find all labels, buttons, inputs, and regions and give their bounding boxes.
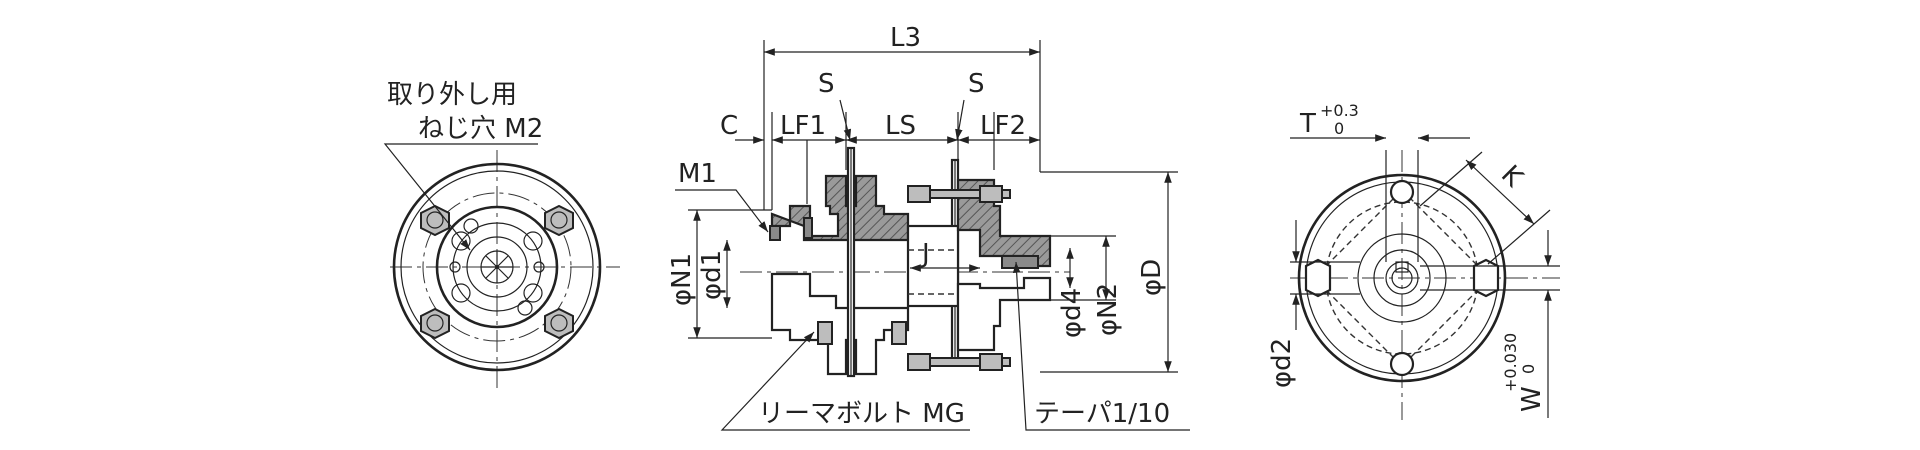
dim-L3: L3 bbox=[890, 23, 921, 53]
lower-bolt-right bbox=[907, 353, 1011, 371]
left-end-view: 取り外し用 ねじ穴 M2 bbox=[383, 80, 620, 390]
tol-T-upper: +0.3 bbox=[1320, 101, 1359, 120]
tol-W-lower: 0 bbox=[1519, 364, 1538, 374]
bolt-hex-se bbox=[544, 307, 574, 340]
bolt-hex-nw bbox=[420, 204, 450, 237]
dim-K: K bbox=[1495, 160, 1529, 194]
dim-S-left: S bbox=[818, 69, 835, 99]
dim-d1: φd1 bbox=[697, 250, 727, 300]
dim-W: W bbox=[1517, 386, 1547, 412]
left-note-line1: 取り外し用 bbox=[387, 80, 517, 110]
dim-J: J bbox=[920, 239, 930, 269]
dim-T: T bbox=[1299, 109, 1316, 139]
dim-D: φD bbox=[1137, 259, 1167, 296]
note-reamer-bolt: リーマボルト MG bbox=[758, 399, 965, 429]
dim-LS: LS bbox=[885, 111, 916, 141]
side-section-view: L3 S S C LF1 LS LF2 M1 J φN1 φd1 bbox=[667, 23, 1190, 431]
dim-N2: φN2 bbox=[1093, 283, 1123, 336]
dim-LF1: LF1 bbox=[780, 111, 826, 141]
tol-T-lower: 0 bbox=[1334, 119, 1344, 138]
dim-d2: φd2 bbox=[1267, 338, 1297, 388]
tol-W-upper: +0.030 bbox=[1501, 333, 1520, 392]
dim-C: C bbox=[720, 111, 738, 141]
dim-S-right: S bbox=[968, 69, 985, 99]
dim-LF2: LF2 bbox=[980, 111, 1026, 141]
upper-bolt-left bbox=[907, 185, 1011, 203]
lower-bolt-left bbox=[817, 321, 907, 345]
dim-N1: φN1 bbox=[667, 253, 697, 306]
bolt-hex-ne bbox=[544, 204, 574, 237]
bolt-hex-sw bbox=[420, 307, 450, 340]
dim-d4: φd4 bbox=[1057, 288, 1087, 338]
dim-M1: M1 bbox=[678, 159, 717, 189]
left-note-line2: ねじ穴 M2 bbox=[418, 114, 543, 144]
right-end-view: T +0.3 0 K φd2 W +0.030 0 bbox=[1267, 101, 1560, 420]
note-taper: テーパ1/10 bbox=[1034, 399, 1170, 429]
